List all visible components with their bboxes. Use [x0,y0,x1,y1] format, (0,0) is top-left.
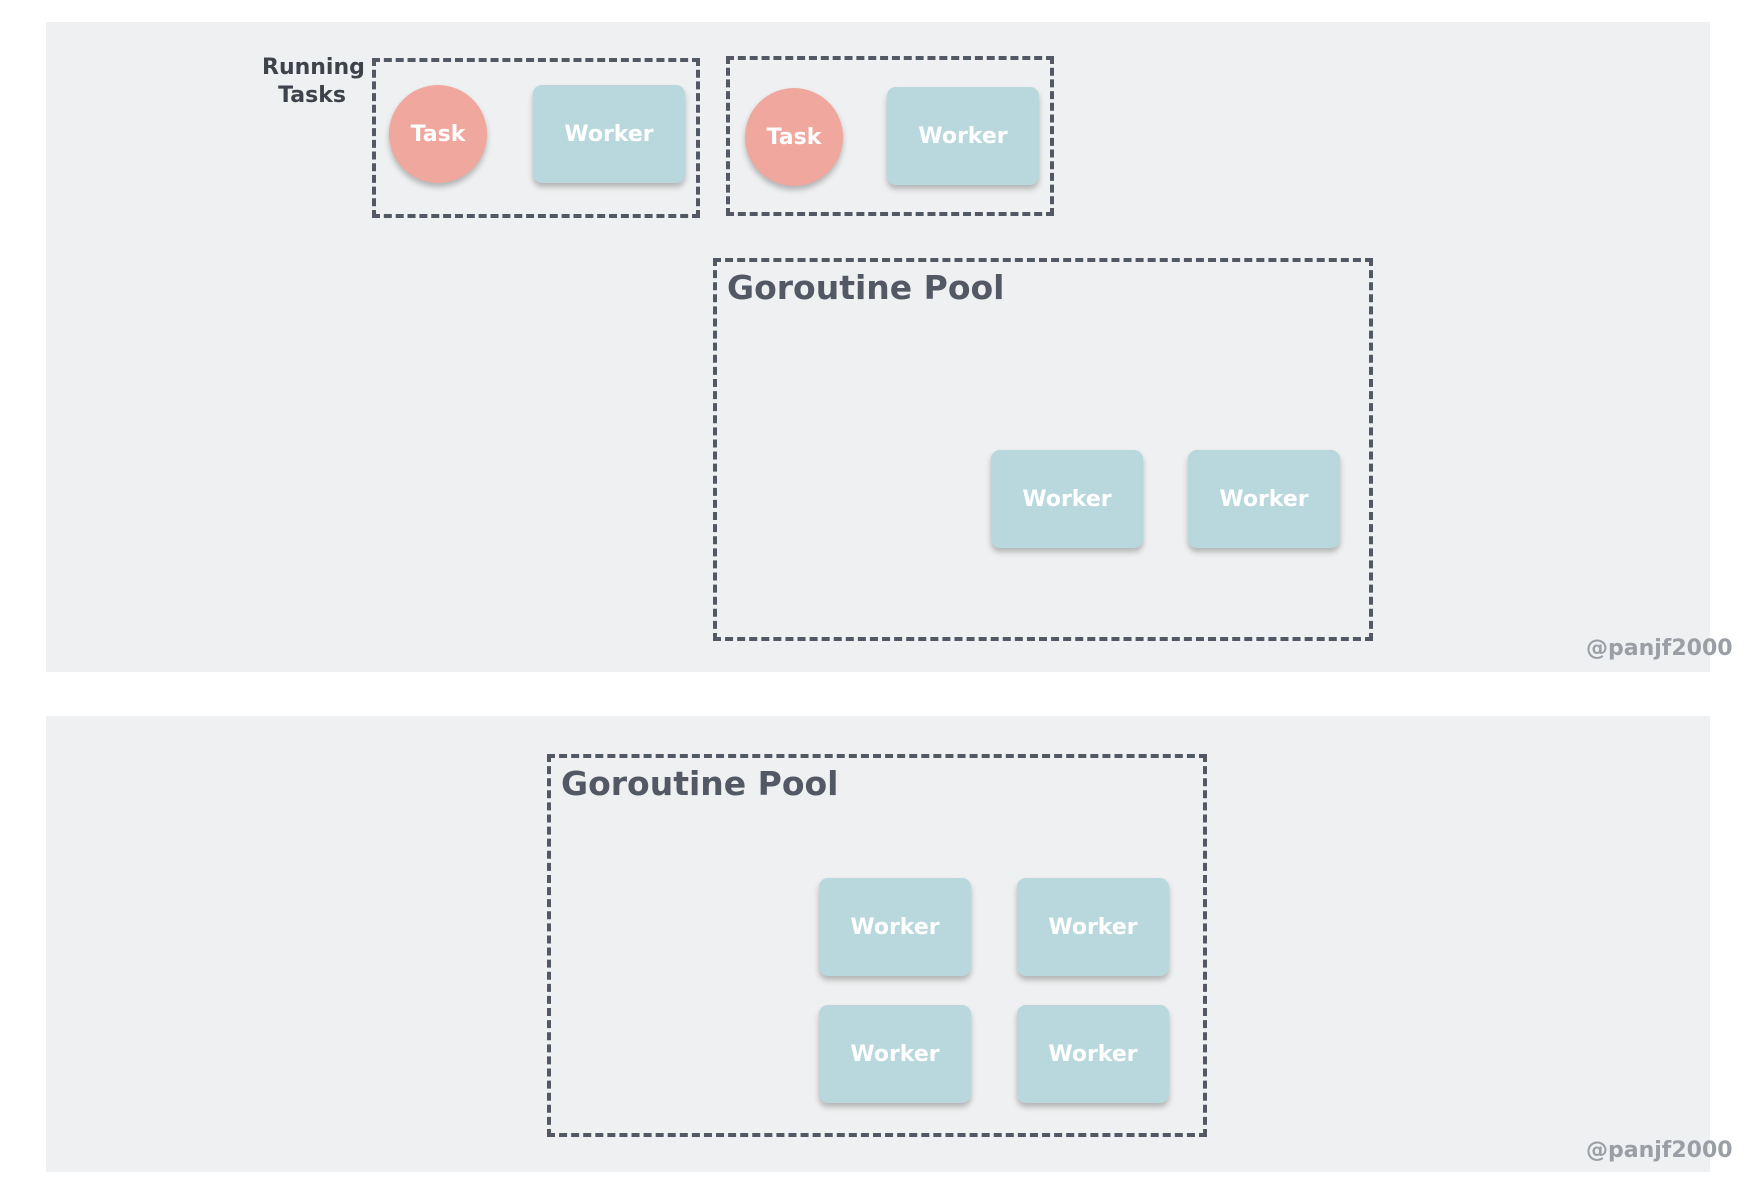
worker-node: Worker [887,87,1039,185]
watermark: @panjf2000 [1586,1138,1733,1163]
top-diagram-panel [46,22,1710,672]
pool-title: Goroutine Pool [727,268,1005,307]
goroutine-pool-top [713,258,1373,641]
worker-node: Worker [1017,878,1169,976]
worker-node: Worker [819,1005,971,1103]
watermark: @panjf2000 [1586,636,1733,661]
worker-node: Worker [991,450,1143,548]
running-label-line2: Tasks [278,83,346,108]
worker-node: Worker [533,85,685,183]
running-label-line1: Running [262,55,365,80]
goroutine-pool-bottom [547,754,1207,1137]
pool-title: Goroutine Pool [561,764,839,803]
worker-node: Worker [1188,450,1340,548]
worker-node: Worker [1017,1005,1169,1103]
running-tasks-label: Running Tasks [262,54,365,110]
task-node: Task [745,88,843,186]
worker-node: Worker [819,878,971,976]
task-node: Task [389,85,487,183]
running-task-group-1 [372,58,700,218]
running-task-group-2 [726,56,1054,216]
